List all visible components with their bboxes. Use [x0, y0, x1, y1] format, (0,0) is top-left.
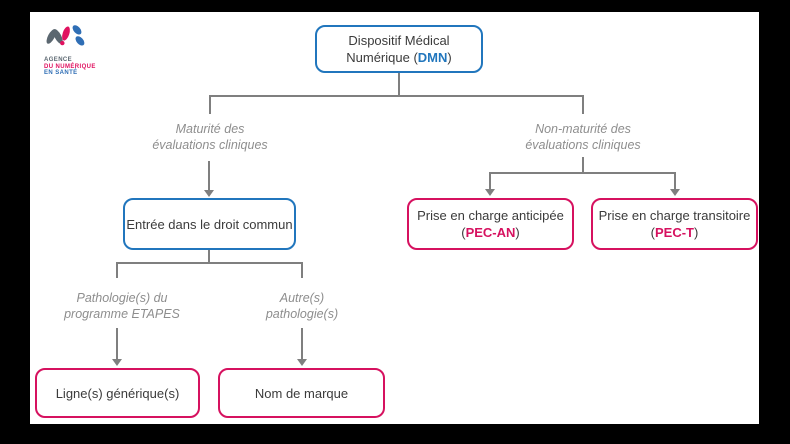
connector-pecan-line [489, 172, 491, 190]
ans-logo-icon [46, 25, 85, 46]
node-pec-t-line2: (PEC-T) [650, 225, 699, 240]
dmn-acronym: DMN [417, 50, 448, 65]
pec-an-acronym: PEC-AN [465, 225, 516, 240]
pec-t-acronym: PEC-T [655, 225, 694, 240]
connector-maturite-arrow-line [208, 161, 210, 191]
connector-root-left-drop [209, 95, 211, 114]
connector-marque-arrow-line [301, 328, 303, 360]
label-etapes: Pathologie(s) du programme ETAPES [64, 291, 180, 321]
arrow-down-icon [297, 359, 307, 366]
arrow-down-icon [670, 189, 680, 196]
node-pec-t: Prise en charge transitoire (PEC-T) [591, 198, 758, 250]
connector-droitcommun-stem [208, 250, 210, 263]
label-maturite: Maturité des évaluations cliniques [152, 122, 268, 152]
connector-droitcommun-crossbar [116, 262, 302, 264]
node-nom-de-marque: Nom de marque [218, 368, 385, 418]
node-dmn-line1: Dispositif Médical [348, 33, 450, 48]
node-lignes-generiques: Ligne(s) générique(s) [35, 368, 200, 418]
connector-autres-drop [301, 262, 303, 278]
logo-line-agence: AGENCE [44, 57, 73, 63]
node-pec-an-line2: (PEC-AN) [461, 225, 520, 240]
arrow-down-icon [112, 359, 122, 366]
logo-line-numerique: DU NUMÉRIQUE [44, 63, 96, 70]
arrow-down-icon [204, 190, 214, 197]
connector-root-right-drop [582, 95, 584, 114]
node-pec-an-line1: Prise en charge anticipée [417, 208, 564, 223]
connector-root-crossbar [209, 95, 584, 97]
connector-pect-line [674, 172, 676, 190]
logo-line-sante: EN SANTÉ [44, 70, 78, 76]
arrow-down-icon [485, 189, 495, 196]
label-non-maturite: Non-maturité des évaluations cliniques [525, 122, 641, 152]
ans-logo: AGENCE DU NUMÉRIQUE EN SANTÉ [44, 20, 154, 77]
connector-nonmaturite-stem [582, 157, 584, 173]
connector-etapes-drop [116, 262, 118, 278]
connector-nonmaturite-crossbar [489, 172, 676, 174]
node-pec-an: Prise en charge anticipée (PEC-AN) [407, 198, 574, 250]
label-autres: Autre(s) pathologie(s) [265, 291, 339, 321]
connector-root-stem [398, 73, 400, 96]
connector-lignes-arrow-line [116, 328, 118, 360]
node-pec-t-line1: Prise en charge transitoire [598, 208, 751, 223]
node-droit-commun: Entrée dans le droit commun [123, 198, 296, 250]
node-dmn: Dispositif Médical Numérique (DMN) [315, 25, 483, 73]
node-dmn-line2: Numérique (DMN) [346, 50, 452, 65]
